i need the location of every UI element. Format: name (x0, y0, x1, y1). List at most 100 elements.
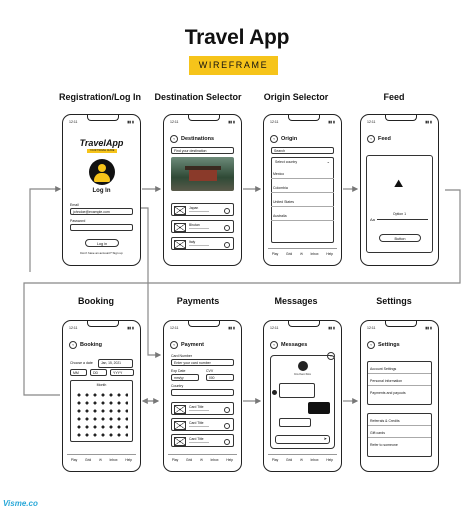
settings-item-refer[interactable]: Refer to someone (370, 443, 398, 447)
login-button[interactable]: Log in (85, 239, 119, 247)
back-icon[interactable]: ‹ (367, 135, 375, 143)
mail-icon[interactable]: ✉ (299, 458, 303, 462)
destination-card[interactable]: Bhutan (171, 220, 234, 233)
signup-link[interactable]: Don't have an account? Sign up (80, 251, 123, 255)
tab-inbox[interactable]: Inbox (109, 458, 118, 462)
destination-card[interactable]: Italy (171, 237, 234, 250)
year-select[interactable]: YYYY (110, 369, 134, 376)
settings-item-referrals[interactable]: Referrals & Credits (368, 417, 431, 426)
chevron-down-icon[interactable]: ⌄ (326, 159, 330, 164)
contact-name: It is Ken Kiro (293, 372, 311, 376)
exp-field[interactable]: mm/yy (171, 374, 199, 381)
signal-icon: ▮▮ ▮ (228, 120, 235, 124)
label-settings: Settings (376, 296, 412, 306)
search-field[interactable]: Search (271, 147, 334, 154)
radio-icon[interactable] (224, 225, 230, 231)
radio-icon[interactable] (224, 423, 230, 429)
header: ‹Destinations (170, 135, 214, 143)
tab-grid[interactable]: Grid (286, 458, 293, 462)
cvv-label: CVV (206, 369, 214, 373)
watermark: Visme.co (3, 499, 38, 508)
mail-icon[interactable]: ✉ (199, 458, 203, 462)
radio-icon[interactable] (224, 208, 230, 214)
status-bar: 12:11▮▮ ▮ (69, 326, 134, 330)
settings-group (367, 413, 432, 457)
card-title: Card Title (189, 437, 204, 441)
destination-name: Italy (189, 240, 196, 244)
back-icon[interactable]: ‹ (270, 341, 278, 349)
email-label: Email (70, 203, 79, 207)
chat-panel: It is Ken Kiro ➤ (270, 355, 335, 449)
settings-item-payments[interactable]: Payments and payouts (370, 391, 406, 395)
screen-title: Payment (181, 342, 204, 348)
card-number-field[interactable]: Enter your card number (171, 359, 234, 366)
header: ‹Messages (270, 341, 307, 349)
tab-play[interactable]: Play (271, 458, 279, 462)
back-icon[interactable]: ‹ (270, 135, 278, 143)
back-icon[interactable]: ‹ (69, 341, 77, 349)
sender-avatar (272, 390, 277, 395)
tab-inbox[interactable]: Inbox (310, 252, 319, 256)
payment-card[interactable]: Card Title (171, 402, 234, 415)
country-option[interactable]: Australia (271, 212, 334, 221)
image-icon: ⛰ (394, 178, 404, 190)
tab-inbox[interactable]: Inbox (210, 458, 219, 462)
month-select[interactable]: MM (70, 369, 87, 376)
tab-help[interactable]: Help (125, 458, 133, 462)
status-bar: 12:11▮▮ ▮ (367, 120, 432, 124)
email-field[interactable]: johndoe@example.com (70, 208, 133, 215)
mail-icon[interactable]: ✉ (98, 458, 102, 462)
radio-icon[interactable] (224, 242, 230, 248)
tab-grid[interactable]: Grid (85, 458, 92, 462)
card-line (189, 426, 209, 427)
cvv-field[interactable]: 000 (206, 374, 234, 381)
day-select[interactable]: DD (90, 369, 107, 376)
header: ‹Booking (69, 341, 102, 349)
search-field[interactable]: Find your destination (171, 147, 234, 154)
tab-help[interactable]: Help (326, 458, 334, 462)
page-title: Travel App (184, 26, 290, 49)
tab-inbox[interactable]: Inbox (310, 458, 319, 462)
feed-card[interactable]: ⛰ Option 1 Aa Button (366, 155, 433, 253)
destination-photo (171, 157, 234, 191)
status-time: 12:11 (69, 326, 78, 330)
tab-help[interactable]: Help (326, 252, 334, 256)
contact-avatar (298, 361, 308, 371)
tab-play[interactable]: Play (70, 458, 78, 462)
settings-item-gift-cards[interactable]: Gift cards (368, 429, 431, 438)
country-option[interactable]: Colombia (271, 184, 334, 193)
dropdown-selected[interactable]: Select country (275, 160, 298, 164)
radio-icon[interactable] (224, 439, 230, 445)
card-number-label: Card Number (171, 354, 193, 358)
country-option[interactable]: Mexico (271, 170, 334, 179)
settings-item-personal[interactable]: Personal information (368, 377, 431, 386)
feed-button[interactable]: Button (379, 234, 421, 242)
back-icon[interactable]: ‹ (170, 341, 178, 349)
tab-play[interactable]: Play (271, 252, 279, 256)
signal-icon: ▮▮ ▮ (328, 326, 335, 330)
slider[interactable] (377, 219, 428, 220)
password-field[interactable] (70, 224, 133, 231)
send-icon[interactable]: ➤ (323, 436, 327, 441)
tab-grid[interactable]: Grid (286, 252, 293, 256)
tab-play[interactable]: Play (171, 458, 179, 462)
date-field[interactable]: Jan, 15, 2021 (98, 359, 133, 368)
back-icon[interactable]: ‹ (367, 341, 375, 349)
tab-help[interactable]: Help (226, 458, 234, 462)
country-option[interactable]: United States (271, 198, 334, 207)
country-field[interactable] (171, 389, 234, 396)
mail-icon[interactable]: ✉ (299, 252, 303, 256)
message-input[interactable]: ➤ (275, 435, 330, 444)
country-dropdown[interactable]: Select country ⌄ (271, 157, 334, 243)
header: ‹Settings (367, 341, 400, 349)
calendar-grid[interactable] (75, 391, 128, 437)
payment-card[interactable]: Card Title (171, 418, 234, 431)
destination-card[interactable]: Japan (171, 203, 234, 216)
tab-grid[interactable]: Grid (186, 458, 193, 462)
payment-card[interactable]: Card Title (171, 434, 234, 447)
calendar[interactable]: Month (70, 380, 133, 442)
radio-icon[interactable] (224, 407, 230, 413)
back-icon[interactable]: ‹ (170, 135, 178, 143)
avatar-icon (98, 164, 106, 172)
settings-item-account[interactable]: Account Settings (368, 365, 431, 374)
